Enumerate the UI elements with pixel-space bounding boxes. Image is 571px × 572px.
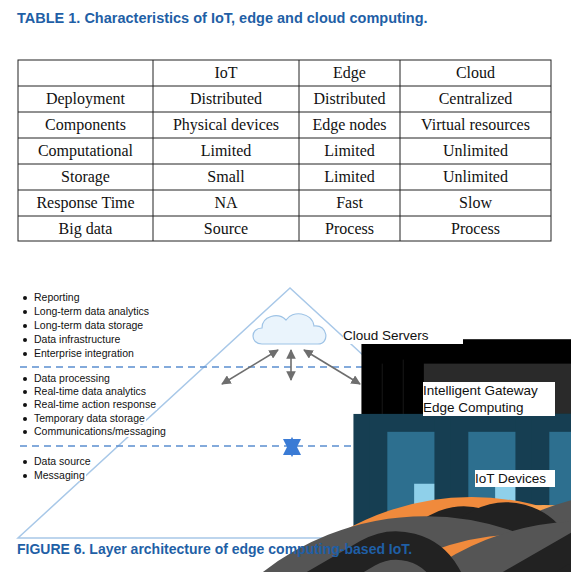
cloud-icon bbox=[253, 314, 326, 344]
table-cell: Components bbox=[18, 112, 153, 138]
server-arrows bbox=[222, 350, 360, 384]
table-cell: Deployment bbox=[18, 86, 153, 112]
layer-label: Intelligent Gateway Edge Computing bbox=[423, 382, 555, 416]
table-cell: NA bbox=[153, 190, 299, 216]
layer-band: Data processingReal-time data analyticsR… bbox=[18, 372, 553, 440]
bullet-text: Temporary data storage bbox=[34, 412, 146, 424]
bullet-item: Messaging bbox=[23, 469, 86, 482]
bullet-item: Temporary data storage bbox=[23, 412, 146, 425]
layer-band: ReportingLong-term data analyticsLong-te… bbox=[18, 290, 553, 362]
bullet-dot bbox=[23, 474, 27, 478]
table-cell: Limited bbox=[299, 164, 400, 190]
bullet-dot bbox=[23, 352, 27, 356]
bullet-text: Reporting bbox=[34, 291, 81, 303]
bullet-item: Enterprise integration bbox=[23, 347, 135, 360]
bullet-item: Real-time action response bbox=[23, 398, 157, 411]
table-cell: Physical devices bbox=[153, 112, 299, 138]
table-cell: Edge nodes bbox=[299, 112, 400, 138]
table-cell: Unlimited bbox=[400, 138, 551, 164]
table-cell: Cloud bbox=[400, 60, 551, 86]
bullet-text: Real-time action response bbox=[34, 398, 157, 410]
table-cell: Small bbox=[153, 164, 299, 190]
table-cell: Big data bbox=[18, 216, 153, 241]
bullet-text: Real-time data analytics bbox=[34, 385, 147, 397]
bullet-item: Data source bbox=[23, 455, 92, 468]
bullet-item: Data infrastructure bbox=[23, 333, 121, 346]
layer-arrow bbox=[289, 446, 296, 448]
bullet-item: Communications/messaging bbox=[23, 425, 167, 438]
bullet-text: Long-term data storage bbox=[34, 319, 144, 331]
bullet-dot bbox=[23, 377, 27, 381]
table-cell: Distributed bbox=[299, 86, 400, 112]
table-cell: Distributed bbox=[153, 86, 299, 112]
bullet-item: Reporting bbox=[23, 291, 81, 304]
layer-label: IoT Devices bbox=[475, 470, 555, 487]
bullet-item: Long-term data analytics bbox=[23, 305, 150, 318]
bullet-text: Long-term data analytics bbox=[34, 305, 150, 317]
bullet-dot bbox=[23, 296, 27, 300]
table-cell: Process bbox=[299, 216, 400, 241]
bullet-dot bbox=[23, 403, 27, 407]
bullet-text: Communications/messaging bbox=[34, 425, 167, 437]
bullet-dot bbox=[23, 430, 27, 434]
bullet-text: Enterprise integration bbox=[34, 347, 135, 359]
thermometer-icon bbox=[522, 570, 571, 572]
iot-device-icons bbox=[139, 496, 571, 572]
table-title: TABLE 1. Characteristics of IoT, edge an… bbox=[17, 10, 428, 26]
bullet-dot bbox=[23, 310, 27, 314]
table-cell: Centralized bbox=[400, 86, 551, 112]
table-cell: Unlimited bbox=[400, 164, 551, 190]
bullet-text: Messaging bbox=[34, 469, 86, 481]
table-cell: Virtual resources bbox=[400, 112, 551, 138]
bullet-dot bbox=[23, 417, 27, 421]
table-cell: Edge bbox=[299, 60, 400, 86]
bullet-dot bbox=[23, 338, 27, 342]
bullet-dot bbox=[23, 460, 27, 464]
table-cell: Slow bbox=[400, 190, 551, 216]
table-cell: Fast bbox=[299, 190, 400, 216]
table-cell: Response Time bbox=[18, 190, 153, 216]
bullet-item: Data processing bbox=[23, 372, 111, 385]
table-cell: Process bbox=[400, 216, 551, 241]
bullet-text: Data processing bbox=[34, 372, 111, 384]
bullet-item: Real-time data analytics bbox=[23, 385, 147, 398]
bullet-text: Data source bbox=[34, 455, 92, 467]
table-cell: Computational bbox=[18, 138, 153, 164]
table-cell: Storage bbox=[18, 164, 153, 190]
table-cell: IoT bbox=[153, 60, 299, 86]
table-cell: Limited bbox=[299, 138, 400, 164]
bullet-text: Data infrastructure bbox=[34, 333, 121, 345]
table-cell: Source bbox=[153, 216, 299, 241]
table-grid bbox=[18, 60, 551, 241]
layer-band: Data sourceMessaging IoT Devices bbox=[18, 454, 553, 534]
bullet-item: Long-term data storage bbox=[23, 319, 144, 332]
bullet-dot bbox=[23, 390, 27, 394]
layer-label: Cloud Servers bbox=[343, 327, 463, 344]
figure-caption: FIGURE 6. Layer architecture of edge com… bbox=[17, 541, 412, 557]
bullet-dot bbox=[23, 324, 27, 328]
table-cell: Limited bbox=[153, 138, 299, 164]
